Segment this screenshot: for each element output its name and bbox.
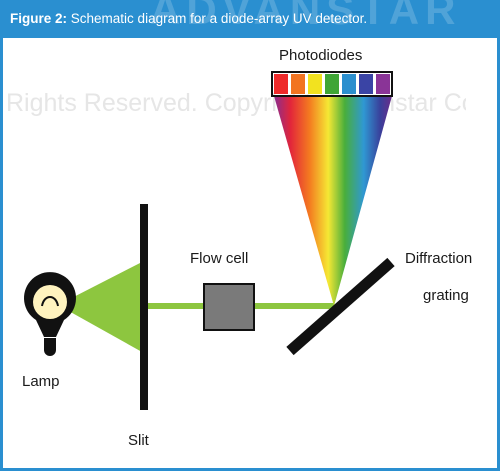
caption-text: Schematic diagram for a diode-array UV d… bbox=[70, 11, 368, 26]
slit-bar bbox=[140, 204, 148, 410]
photodiode-cell bbox=[376, 74, 390, 94]
photodiode-cell bbox=[325, 74, 339, 94]
caption-label: Figure 2: bbox=[10, 11, 68, 26]
watermark-top: ADVANSTAR bbox=[150, 0, 462, 33]
spectrum-fan bbox=[274, 96, 392, 306]
label-photodiodes: Photodiodes bbox=[279, 47, 363, 64]
caption-bar: ADVANSTAR Figure 2: Schematic diagram fo… bbox=[0, 0, 500, 38]
figure-caption: Figure 2: Schematic diagram for a diode-… bbox=[10, 11, 367, 26]
photodiode-cell bbox=[308, 74, 322, 94]
label-diffraction: Diffraction bbox=[405, 250, 473, 267]
photodiode-cell bbox=[291, 74, 305, 94]
label-grating: grating bbox=[423, 287, 469, 304]
light-cone bbox=[58, 262, 142, 352]
lamp-bulb-icon bbox=[24, 272, 77, 356]
photodiode-array bbox=[271, 71, 393, 97]
label-slit: Slit bbox=[128, 432, 149, 449]
label-lamp: Lamp bbox=[22, 373, 60, 390]
photodiode-cell bbox=[342, 74, 356, 94]
photodiode-cell bbox=[274, 74, 288, 94]
photodiode-array-frame bbox=[271, 71, 393, 97]
photodiode-cell bbox=[359, 74, 373, 94]
diffraction-grating bbox=[286, 257, 395, 356]
flow-cell bbox=[203, 283, 255, 331]
label-flow-cell: Flow cell bbox=[190, 250, 249, 267]
